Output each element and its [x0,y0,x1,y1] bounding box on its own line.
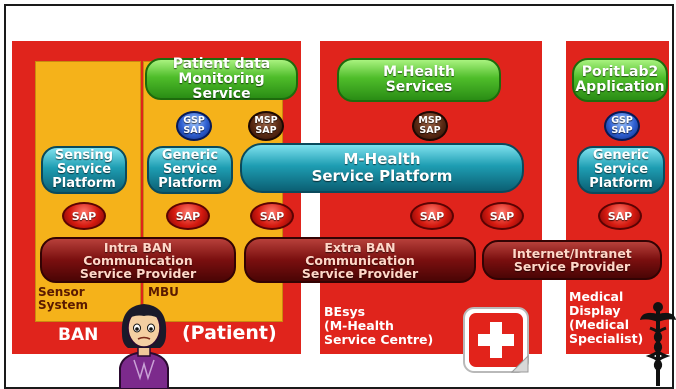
besys-label: BEsys (M-Health Service Centre) [324,304,434,347]
sap-besys-left: SAP [410,202,454,230]
generic-service-platform-medical-display: Generic Service Platform [577,146,665,194]
medical-display-label: Medical Display (Medical Specialist) [569,289,644,346]
sensor-system-label: Sensor System [38,285,88,312]
sap-besys-right: SAP [480,202,524,230]
sap-mbu-generic: SAP [166,202,210,230]
extra-ban-provider: Extra BAN Communication Service Provider [244,237,476,283]
mhealth-services: M-Health Services [337,58,501,102]
gsp-sap-mbu: GSP SAP [176,111,212,141]
patient-monitoring-service: Patient data Monitoring Service [145,56,298,101]
mbu-label: MBU [148,285,179,299]
medical-kit-icon [463,307,529,373]
internet-intranet-provider: Internet/Intranet Service Provider [482,240,662,280]
gsp-sap-medical-display: GSP SAP [604,111,640,141]
msp-sap-besys: MSP SAP [412,111,448,141]
caduceus-icon [640,302,676,386]
person-icon [119,304,169,389]
sap-mbu-mhealth: SAP [250,202,294,230]
generic-service-platform-mbu: Generic Service Platform [147,146,233,194]
sap-medical-display: SAP [598,202,642,230]
msp-sap-mbu: MSP SAP [248,111,284,141]
patient-label: (Patient) [182,322,277,344]
mhealth-service-platform: M-Health Service Platform [240,143,524,193]
sensing-service-platform: Sensing Service Platform [41,146,127,194]
intra-ban-provider: Intra BAN Communication Service Provider [40,237,236,283]
ban-label: BAN [58,325,99,345]
poritlab2-application: PoritLab2 Application [572,58,668,102]
sap-sensing: SAP [62,202,106,230]
